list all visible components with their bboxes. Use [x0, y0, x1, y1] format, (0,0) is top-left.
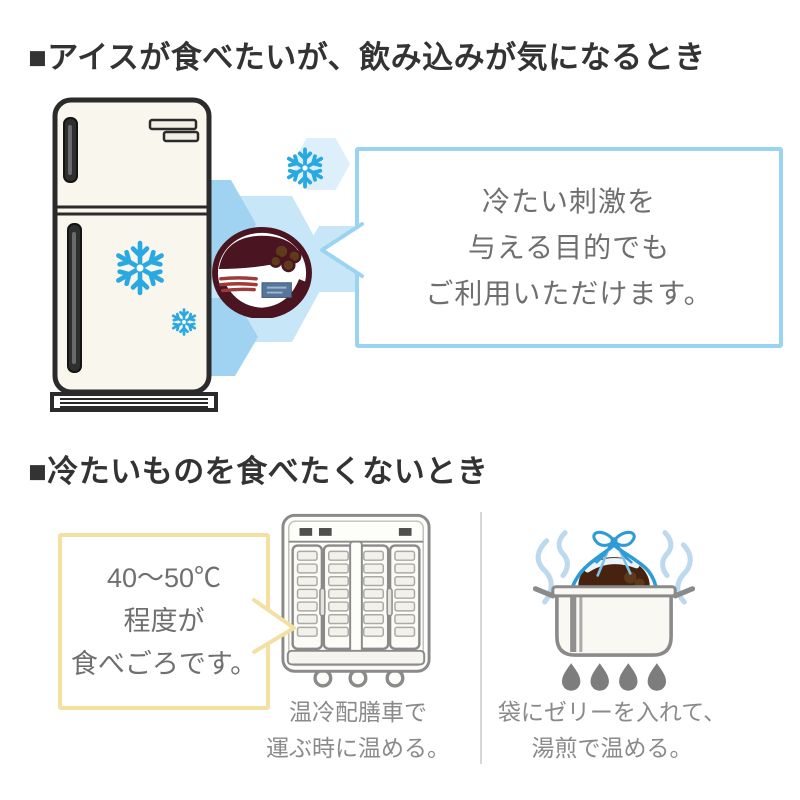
section1-heading: ■アイスが食べたいが、飲み込みが気になるとき [28, 40, 706, 75]
bubble-line: 40〜50℃ [106, 563, 222, 593]
bubble-line: 冷たい刺激を [481, 185, 656, 217]
caption-line: 湯煎で温める。 [531, 735, 693, 761]
bubble-line: 程度が [123, 606, 205, 636]
meal-cart-illustration [281, 513, 431, 688]
hot-water-bath-illustration [532, 530, 696, 691]
refrigerator-illustration [50, 97, 218, 412]
bubble-line: 与える目的でも [467, 231, 671, 263]
bubble-line: 食べごろです。 [70, 649, 258, 679]
caption-line: 運ぶ時に温める。 [266, 735, 450, 761]
bubble-line: ご利用いただけます。 [425, 277, 713, 309]
snowflake-icon [116, 240, 164, 296]
cart-caption: 温冷配膳車で 運ぶ時に温める。 [256, 694, 460, 766]
snowflake-icon [171, 308, 197, 336]
speech-bubble-cold: 冷たい刺激を 与える目的でも ご利用いただけます。 [355, 147, 783, 348]
jelly-cup-illustration [212, 226, 312, 318]
speech-bubble-tail-right [252, 598, 296, 654]
flame-icon [561, 663, 667, 691]
snowflake-icon [286, 147, 324, 189]
speech-bubble-tail-left [320, 222, 364, 278]
pot-caption: 袋にゼリーを入れて、 湯煎で温める。 [482, 694, 742, 766]
speech-bubble-temperature: 40〜50℃ 程度が 食べごろです。 [58, 533, 270, 710]
caption-line: 温冷配膳車で [289, 699, 427, 725]
caption-line: 袋にゼリーを入れて、 [497, 699, 727, 725]
pot-icon [532, 585, 696, 657]
section-divider [480, 512, 482, 764]
section2-heading: ■冷たいものを食べたくないとき [28, 454, 489, 489]
